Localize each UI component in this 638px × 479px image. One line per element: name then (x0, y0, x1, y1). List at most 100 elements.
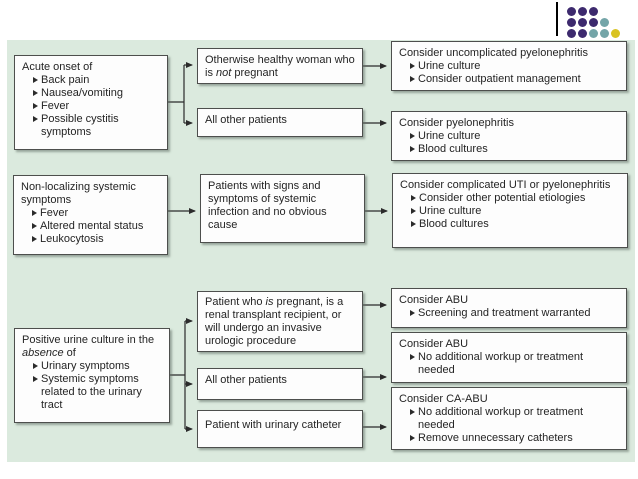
flow-box-urinary-catheter: Patient with urinary catheter (197, 410, 363, 448)
teal-dot-icon (600, 18, 609, 27)
teal-dot-icon (589, 29, 598, 38)
flow-box-healthy-not-pregnant: Otherwise healthy woman who is not pregn… (197, 48, 363, 84)
dot-row (567, 29, 620, 38)
purple-dot-icon (567, 7, 576, 16)
purple-dot-icon (567, 29, 576, 38)
flow-box-positive-urine-culture: Positive urine culture in the absence of… (14, 328, 170, 423)
bullet-item: Consider other potential etiologies (411, 192, 620, 205)
box-title: All other patients (205, 374, 287, 386)
arrow-bullet-icon (410, 76, 415, 82)
decoration-divider-line (556, 2, 558, 36)
arrow-bullet-icon (410, 354, 415, 360)
box-title: Patient who is pregnant, is a renal tran… (205, 296, 344, 347)
teal-dot-icon (600, 29, 609, 38)
bullet-item: Possible cystitis symptoms (33, 113, 160, 139)
arrow-bullet-icon (33, 103, 38, 109)
bullet-item: Fever (33, 100, 160, 113)
box-title: Consider pyelonephritis (399, 117, 514, 129)
arrow-bullet-icon (410, 409, 415, 415)
arrow-bullet-icon (33, 90, 38, 96)
bullet-text: Blood cultures (418, 143, 488, 155)
bullet-item: Urinary symptoms (33, 360, 162, 373)
arrow-bullet-icon (410, 435, 415, 441)
purple-dot-icon (589, 7, 598, 16)
bullet-text: Altered mental status (40, 220, 144, 232)
box-title: All other patients (205, 114, 287, 126)
bullet-text: No additional workup or treatment needed (418, 351, 584, 376)
box-title: Consider ABU (399, 294, 469, 306)
bullet-text: Back pain (41, 74, 90, 86)
bullet-text: Remove unnecessary catheters (418, 432, 573, 444)
arrow-bullet-icon (410, 133, 415, 139)
purple-dot-icon (567, 18, 576, 27)
bullet-text: Leukocytosis (40, 233, 104, 245)
arrow-bullet-icon (411, 208, 416, 214)
box-title: Non-localizing systemic symptoms (21, 181, 136, 206)
bullet-text: Urinary symptoms (41, 360, 130, 372)
bullet-text: Urine culture (419, 205, 482, 217)
box-title: Positive urine culture in the absence of (22, 334, 155, 359)
yellow-dot-icon (611, 29, 620, 38)
box-title: Consider uncomplicated pyelonephritis (399, 47, 588, 59)
arrow-bullet-icon (33, 77, 38, 83)
arrow-bullet-icon (410, 63, 415, 69)
box-title: Consider ABU (399, 338, 469, 350)
box-title: Consider complicated UTI or pyelonephrit… (400, 179, 611, 191)
bullet-item: Urine culture (410, 130, 619, 143)
arrow-bullet-icon (33, 376, 38, 382)
bullet-text: Blood cultures (419, 218, 489, 230)
bullet-item: Consider outpatient management (410, 73, 619, 86)
bullet-item: Altered mental status (32, 220, 160, 233)
dot-row (567, 18, 620, 27)
bullet-item: Nausea/vomiting (33, 87, 160, 100)
bullet-item: Blood cultures (410, 143, 619, 156)
bullet-item: Leukocytosis (32, 233, 160, 246)
arrow-bullet-icon (411, 195, 416, 201)
bullet-item: Screening and treatment warranted (410, 307, 619, 320)
flow-box-systemic-infection: Patients with signs and symptoms of syst… (200, 174, 365, 243)
arrow-bullet-icon (32, 210, 37, 216)
flow-box-all-other-patients-2: All other patients (197, 368, 363, 400)
flow-box-complicated-uti: Consider complicated UTI or pyelonephrit… (392, 173, 628, 248)
arrow-bullet-icon (32, 223, 37, 229)
bullet-text: Fever (40, 207, 69, 219)
bullet-text: Consider outpatient management (418, 73, 581, 85)
bullet-text: Systemic symptoms related to the urinary… (41, 373, 142, 411)
arrow-bullet-icon (33, 363, 38, 369)
purple-dot-icon (578, 7, 587, 16)
bullet-item: Urine culture (411, 205, 620, 218)
arrow-bullet-icon (410, 310, 415, 316)
bullet-item: No additional workup or treatment needed (410, 351, 619, 377)
bullet-text: Urine culture (418, 130, 481, 142)
dot-grid (567, 7, 620, 38)
arrow-bullet-icon (411, 221, 416, 227)
arrow-bullet-icon (33, 116, 38, 122)
bullet-text: Urine culture (418, 60, 481, 72)
bullet-text: Consider other potential etiologies (419, 192, 586, 204)
bullet-item: Back pain (33, 74, 160, 87)
bullet-text: No additional workup or treatment needed (418, 406, 584, 431)
purple-dot-icon (578, 29, 587, 38)
arrow-bullet-icon (32, 236, 37, 242)
bullet-text: Fever (41, 100, 70, 112)
bullet-text: Screening and treatment warranted (418, 307, 591, 319)
arrow-bullet-icon (410, 146, 415, 152)
box-title: Otherwise healthy woman who is not pregn… (205, 54, 355, 79)
box-title: Patient with urinary catheter (205, 419, 342, 431)
bullet-item: Systemic symptoms related to the urinary… (33, 373, 162, 412)
box-title: Consider CA-ABU (399, 393, 488, 405)
bullet-item: Fever (32, 207, 160, 220)
bullet-item: Blood cultures (411, 218, 620, 231)
purple-dot-icon (578, 18, 587, 27)
flow-box-pregnant-transplant-urologic: Patient who is pregnant, is a renal tran… (197, 291, 363, 352)
bullet-item: No additional workup or treatment needed (410, 406, 619, 432)
dot-row (567, 7, 620, 16)
box-title: Patients with signs and symptoms of syst… (208, 180, 327, 231)
